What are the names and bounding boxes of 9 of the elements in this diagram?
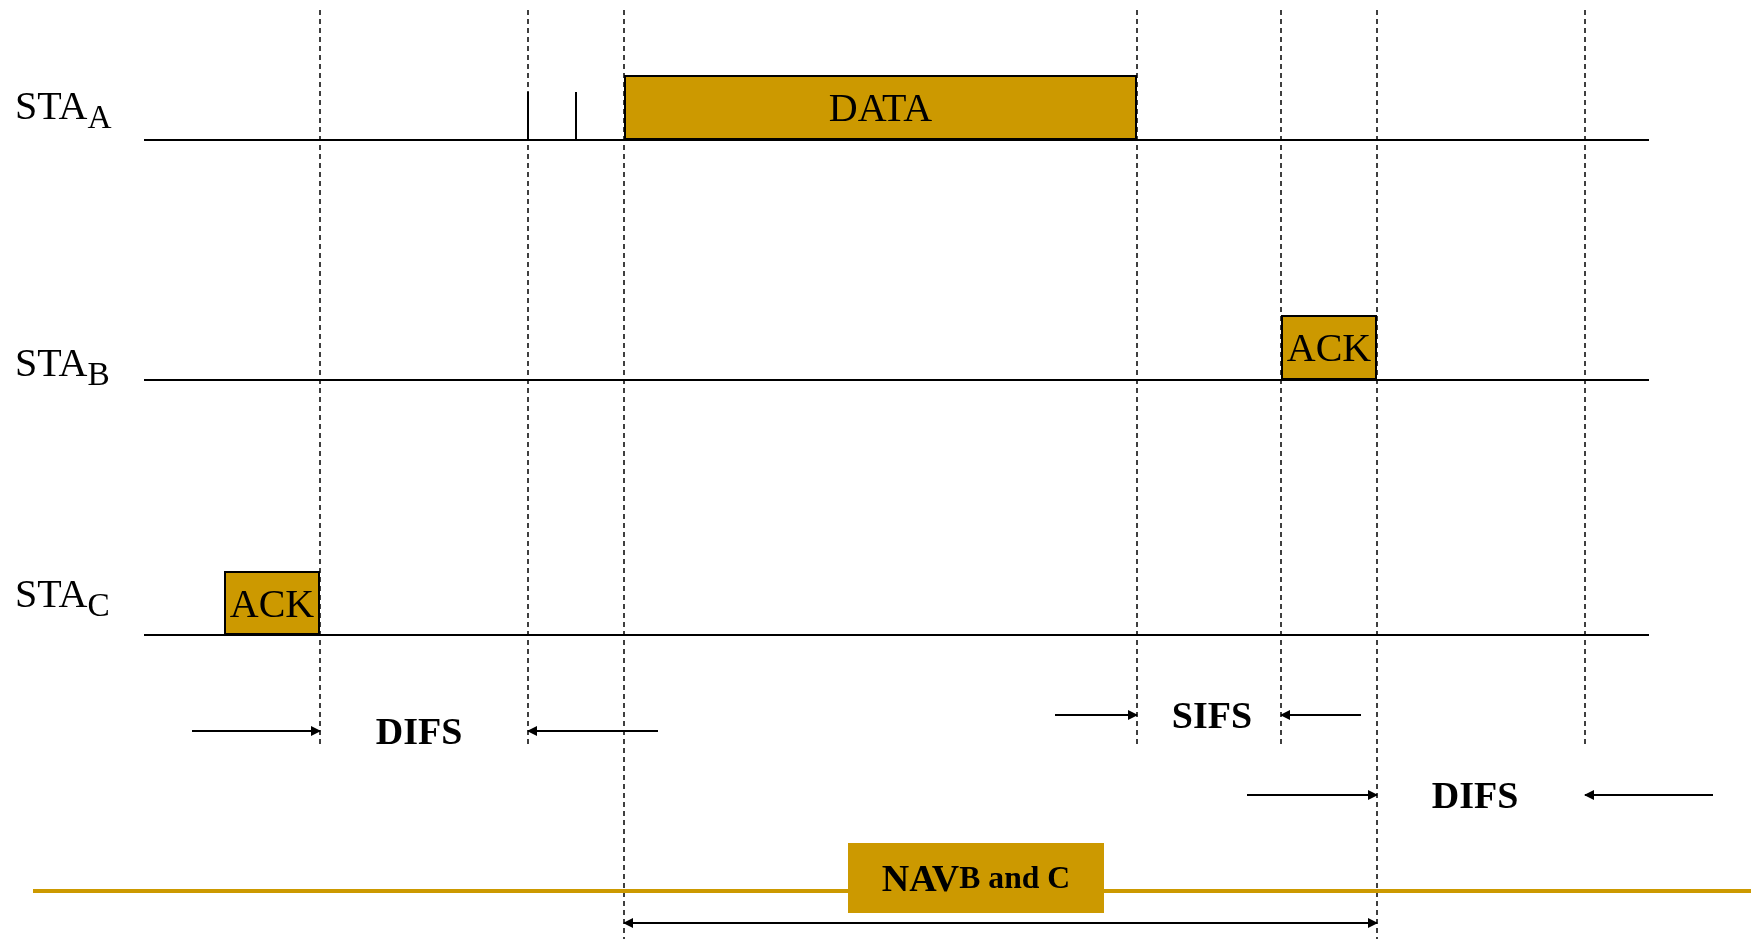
station-label: STA$_{C}$ bbox=[15, 574, 110, 622]
station-label: STA$_{B}$ bbox=[15, 343, 110, 391]
interval-label: DIFS bbox=[375, 712, 463, 750]
station-label: STA$_{A}$ bbox=[15, 86, 112, 134]
ack-frame-box: ACK bbox=[1281, 315, 1377, 380]
interval-label: SIFS bbox=[1171, 696, 1253, 734]
ack-frame-box: ACK bbox=[224, 571, 320, 635]
data-frame-box: DATA bbox=[624, 75, 1137, 140]
interval-label: DIFS bbox=[1431, 776, 1519, 814]
